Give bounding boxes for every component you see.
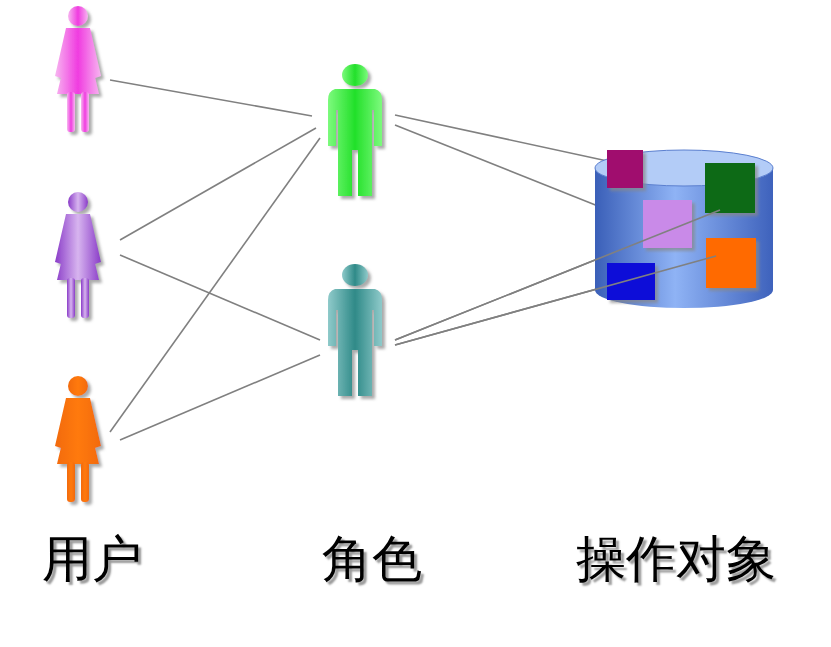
database-cylinder [595, 150, 773, 308]
role-figures [328, 64, 382, 396]
object-lines-front [395, 210, 720, 345]
column-label: 用户 [42, 532, 142, 587]
column-label: 操作对象 [576, 532, 776, 587]
user-figures [55, 6, 101, 502]
column-label: 角色 [322, 532, 422, 587]
